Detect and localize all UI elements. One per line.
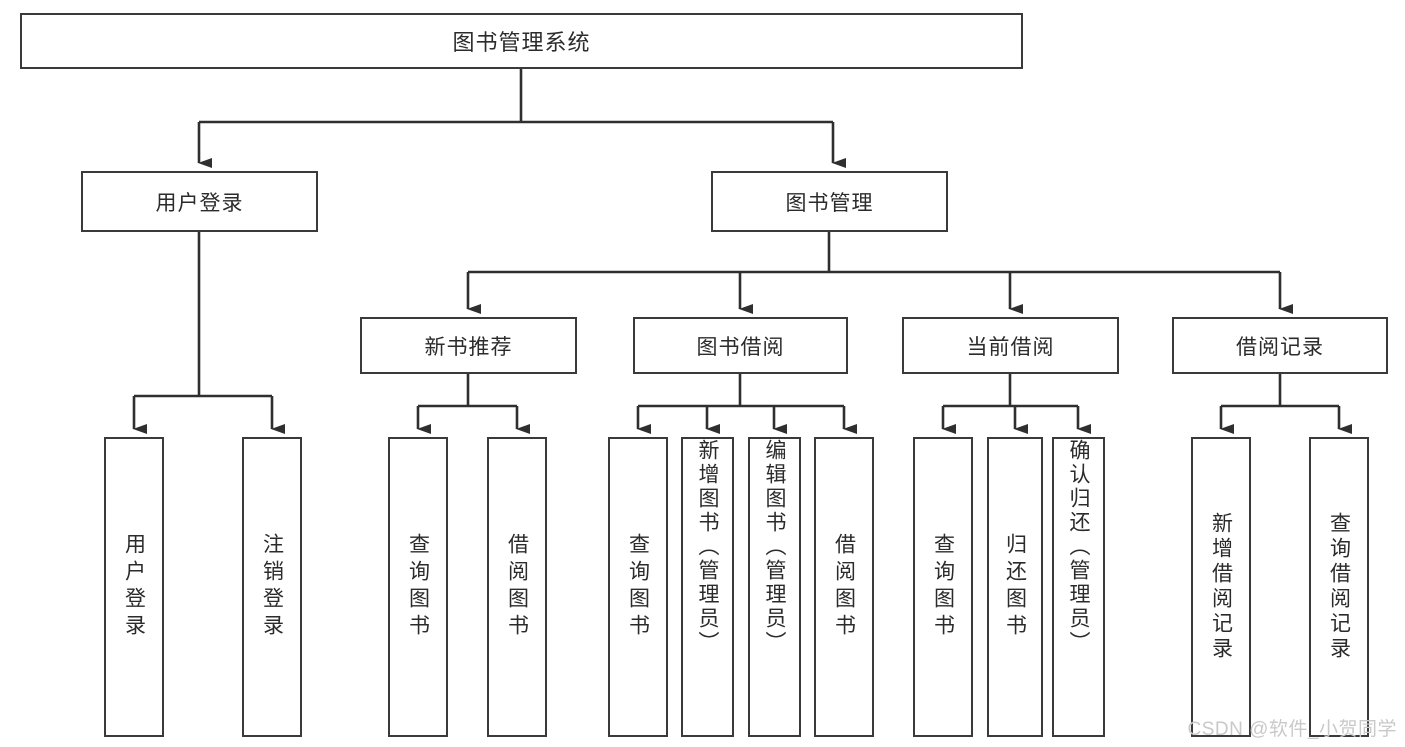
node-new-book-recommend[interactable]: 新书推荐 [360, 317, 577, 374]
node-label: 查询借阅记录 [1327, 512, 1351, 662]
node-leaf-query-book-3[interactable]: 查询图书 [913, 437, 973, 737]
vertical-text-wrap: 查询图书 [626, 439, 650, 735]
node-label: 图书管理 [785, 191, 874, 215]
node-label: 归还图书 [1003, 533, 1027, 641]
node-label: 查询图书 [406, 533, 430, 641]
node-label: 注销登录 [260, 533, 284, 641]
node-user-login[interactable]: 用户登录 [81, 171, 318, 232]
node-label: 借阅记录 [1236, 335, 1324, 359]
node-leaf-borrow-book-1[interactable]: 借阅图书 [487, 437, 547, 737]
vertical-text-wrap: 注销登录 [260, 439, 284, 735]
node-label: 编辑图书（管理员） [763, 439, 786, 655]
node-book-borrow[interactable]: 图书借阅 [633, 317, 848, 374]
csdn-watermark: CSDN @软件_小贺同学 [1187, 719, 1397, 740]
node-label: 新增借阅记录 [1209, 512, 1233, 662]
node-label: 新增图书（管理员） [696, 439, 719, 655]
node-leaf-edit-book[interactable]: 编辑图书（管理员） [748, 437, 801, 737]
node-label: 新书推荐 [424, 335, 513, 359]
vertical-text-wrap: 查询图书 [406, 439, 430, 735]
vertical-text-wrap: 借阅图书 [505, 439, 529, 735]
node-leaf-logout[interactable]: 注销登录 [242, 437, 302, 737]
vertical-text-wrap: 用户登录 [122, 439, 146, 735]
node-root-system[interactable]: 图书管理系统 [20, 13, 1023, 69]
node-current-borrow[interactable]: 当前借阅 [902, 317, 1119, 374]
vertical-text-wrap: 新增借阅记录 [1209, 439, 1233, 735]
node-leaf-query-book-1[interactable]: 查询图书 [388, 437, 448, 737]
node-borrow-record[interactable]: 借阅记录 [1172, 317, 1388, 374]
node-label: 借阅图书 [832, 533, 856, 641]
vertical-text-wrap: 查询借阅记录 [1327, 439, 1351, 735]
node-leaf-query-record[interactable]: 查询借阅记录 [1309, 437, 1369, 737]
vertical-text-wrap: 编辑图书（管理员） [763, 439, 786, 735]
node-leaf-confirm-return[interactable]: 确认归还（管理员） [1052, 437, 1105, 737]
node-label: 图书借阅 [696, 335, 785, 359]
node-leaf-return-book[interactable]: 归还图书 [987, 437, 1043, 737]
node-label: 确认归还（管理员） [1067, 439, 1090, 655]
node-leaf-borrow-book-2[interactable]: 借阅图书 [814, 437, 874, 737]
node-label: 当前借阅 [966, 335, 1055, 359]
vertical-text-wrap: 确认归还（管理员） [1067, 439, 1090, 735]
node-leaf-add-record[interactable]: 新增借阅记录 [1191, 437, 1251, 737]
node-label: 查询图书 [931, 533, 955, 641]
vertical-text-wrap: 查询图书 [931, 439, 955, 735]
node-leaf-user-login[interactable]: 用户登录 [104, 437, 164, 737]
vertical-text-wrap: 归还图书 [1003, 439, 1027, 735]
vertical-text-wrap: 借阅图书 [832, 439, 856, 735]
node-label: 借阅图书 [505, 533, 529, 641]
node-leaf-add-book[interactable]: 新增图书（管理员） [681, 437, 734, 737]
node-book-manage[interactable]: 图书管理 [711, 171, 948, 232]
node-label: 用户登录 [122, 533, 146, 641]
node-label: 图书管理系统 [452, 30, 591, 55]
node-label: 查询图书 [626, 533, 650, 641]
node-leaf-query-book-2[interactable]: 查询图书 [608, 437, 668, 737]
vertical-text-wrap: 新增图书（管理员） [696, 439, 719, 735]
node-label: 用户登录 [155, 191, 244, 215]
